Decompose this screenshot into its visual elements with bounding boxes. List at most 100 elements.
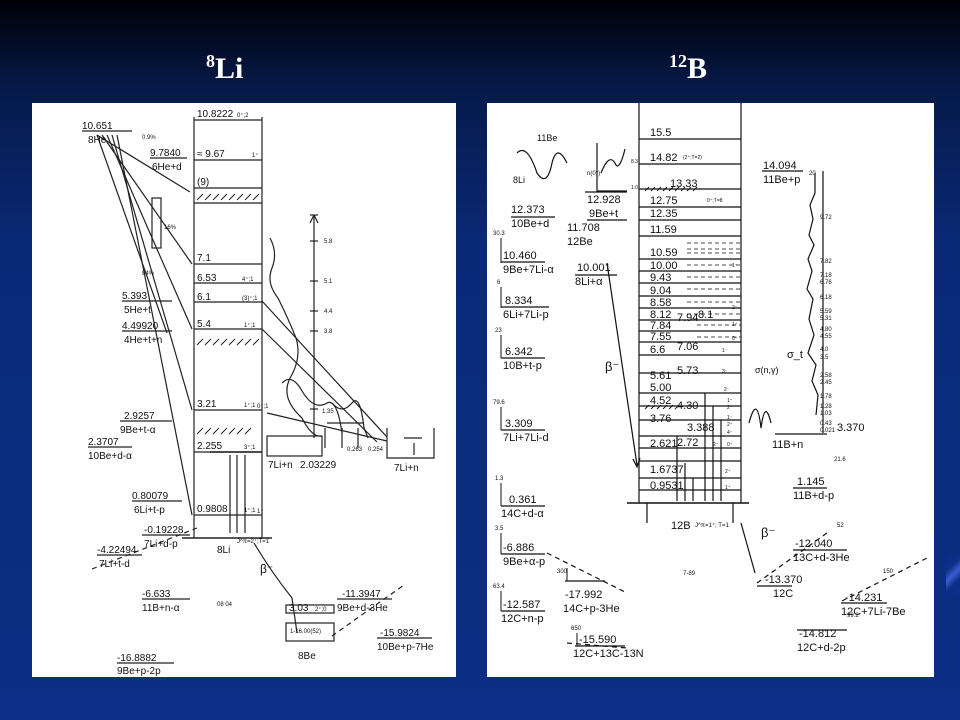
li8-level-7: 3.21 [197,399,217,410]
b12-rscale-5: 6.18 [820,295,832,301]
b12-lmark-1: 6 [497,280,501,286]
b12-th-10-label: 9Be+t [589,208,618,220]
title-li8: 8Li [206,51,244,85]
b12-rscale-2: 7.82 [820,259,832,265]
li8-th-6-label: 6Li+t-p [134,505,165,516]
b12-lmark-5: 3.5 [495,526,504,532]
li8-th-9-value: -6.633 [142,589,171,600]
b12-spin-8: 2⁻ [724,387,730,393]
b12-spin-10: 2⁻ [727,405,733,411]
b12-th-14-value: 3.370 [837,422,865,434]
b12-th-13-value: 14.094 [763,160,797,172]
b12-rmark-0: 99.2 [847,613,859,619]
b12-small-ngamma: σ(n,γ) [755,365,779,375]
b12-level-19: 2.621 [650,438,678,450]
li8-th-4-value: 2.9257 [124,411,155,422]
b12-level-11: 8.12 [650,309,671,321]
li8-spin-10: 0⁺;1 [257,403,269,410]
li8-level-9: 0.9808 [197,504,228,515]
b12-th-16-value: -12.040 [795,538,832,550]
li8-th-10-value: -16.8882 [117,653,157,664]
b12-th-12-label: 8Li+α [575,276,603,288]
b12-th-3-value: 6.342 [505,346,533,358]
b12-level-21: 0.9531 [650,480,684,492]
li8-th-3-value: 4.49920 [122,321,159,332]
b12-rscale-10: 4.0 [820,347,829,353]
li8-spin-1: 1⁺ [252,152,259,159]
li8-spin-4: 4⁺;1 [242,276,254,283]
li8-level-6: 5.4 [197,319,211,330]
b12-th-7-label: 12C+n-p [501,613,544,625]
title-b12: 12B [669,51,708,85]
li8-th-5-label: 10Be+d-α [88,451,132,462]
li8-th-0-value: 10.651 [82,121,113,132]
b12-spin-3: 2⁻ [732,305,738,311]
li8-level-2: (9) [197,177,209,188]
b12-th-18-value: -14.231 [845,592,882,604]
b12-th-8-value: -17.992 [565,589,602,601]
b12-th-19-value: -14.812 [799,628,836,640]
b12-th-2-label: 6Li+7Li-p [503,309,549,321]
b12-th-3-label: 10B+t-p [503,360,542,372]
b12-rscale-4: 6.76 [820,280,832,286]
b12-spin-0: (2⁺;T=2) [683,155,702,161]
b12-rscale-3: 7.18 [820,273,832,279]
b12-lmark-6: 63.4 [493,584,505,590]
b12-inner-6: 2.72 [677,437,698,449]
b12-th-9-value: -15.590 [579,634,616,646]
b12-level-0: 15.5 [650,127,671,139]
li8-branch-0: 0.9% [142,135,156,141]
b12-th-13-label: 11Be+p [763,174,800,186]
b12-ground-jpi: J^π=1⁺; T=1 [695,522,729,529]
li8-scale-5: 0.263 [347,447,363,453]
slide-decoration [946,555,960,595]
b12-th-5-label: 14C+d-α [501,508,544,520]
b12-rscale-7: 5.31 [820,316,832,322]
b12-rscale-8: 4.80 [820,327,832,333]
li8-spin-11: 1⁺ [257,508,264,515]
b12-level-18: 3.76 [650,413,671,425]
li8-level-0: 10.8222 [197,109,234,120]
li8-scale-6: 0.254 [368,447,384,453]
b12-th-18-label: 12C+7Li-7Be [841,606,906,618]
b12-small-scale: 1.0 [631,185,638,191]
b12-rscale-6: 5.59 [820,309,832,315]
b12-th-5-value: 0.361 [509,494,537,506]
b12-rscale-18: 0.021 [820,428,836,434]
li8-level-4: 6.53 [197,273,217,284]
li8-spin-6: 1⁺;1 [244,322,256,329]
b12-th-1-label: 9Be+7Li-α [503,264,554,276]
b12-svg: 15.5 14.82 13.33 12.75 12.35 11.59 10.59… [493,103,928,660]
b12-rscale-12: 2.58 [820,373,832,379]
li8-th-4-label: 9Be+t-α [120,425,156,436]
b12-level-16: 5.00 [650,382,671,394]
b12-th-14-label: 11B+n [772,439,803,451]
b12-small-li: 8Li [513,175,525,185]
b12-inner-2: 7.06 [677,341,698,353]
b12-level-5: 11.59 [650,224,677,236]
b12-lmark-2: 23 [495,328,502,334]
b12-th-16-label: 13C+d-3He [793,552,850,564]
b12-spin-12: 2⁺ [727,422,733,428]
b12-spin-15: 0⁺ [727,442,733,448]
li8-spin-5: (3)⁺;1 [242,295,258,302]
b12-rmark-1: 150 [883,569,894,575]
b12-th-4-value: 3.309 [505,418,533,430]
b12-rscale-13: 2.45 [820,380,832,386]
b12-rscale-9: 4.55 [820,334,832,340]
b12-rscale-1: 9.72 [820,215,832,221]
b12-level-13: 7.55 [650,331,671,343]
b12-level-20: 1.6737 [650,464,684,476]
li8-th-12-value: -15.9824 [380,628,420,639]
li8-th-7-value: -0.19228 [144,525,184,536]
li8-be8-label: 8Be [298,651,316,662]
b12-level-8: 9.43 [650,272,671,284]
li8-beta: β⁻ [260,562,273,576]
b12-inner-1: 7.94 [677,312,698,324]
li8-th-9-label: 11B+n-α [142,603,180,614]
li8-spin-7: 1⁺;1 [244,402,256,409]
li8-scale-1: 5.1 [324,279,333,285]
li8-branch-1: 16% [164,225,177,231]
b12-th-6-label: 9Be+α-p [503,556,545,568]
b12-th-11-value: 11.708 [567,222,600,234]
